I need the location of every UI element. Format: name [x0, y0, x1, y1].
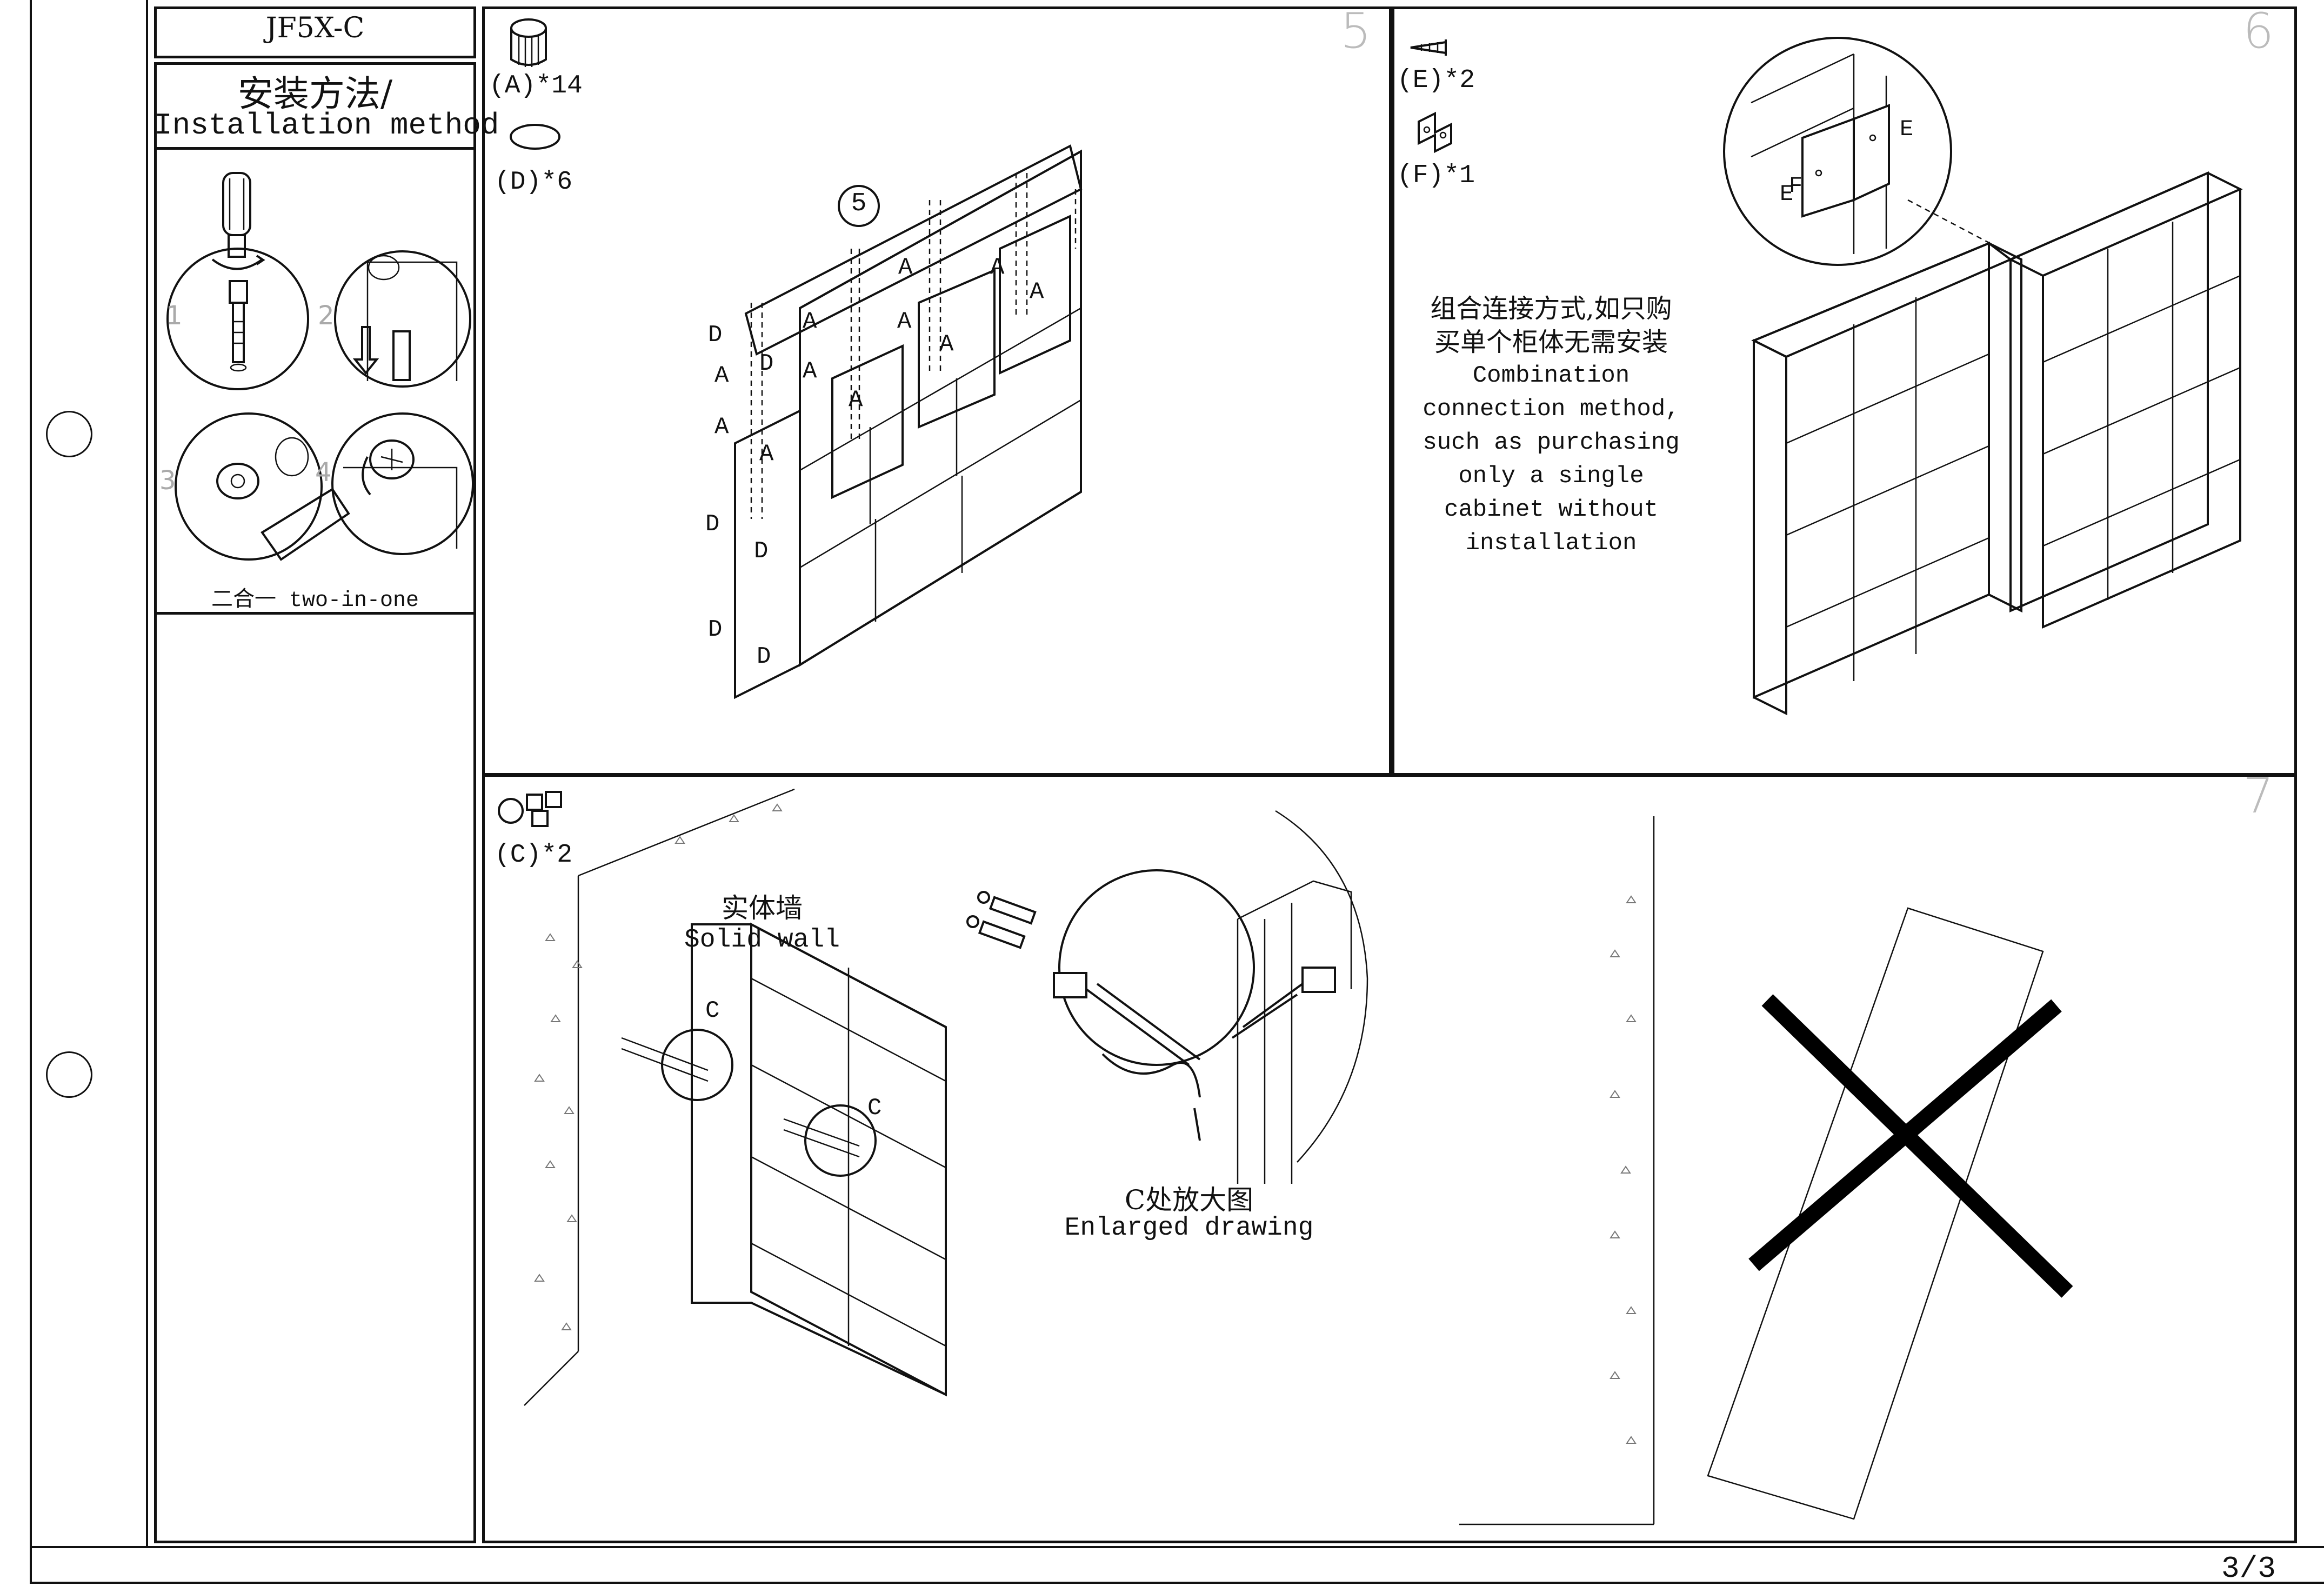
page-number: 3/3	[2221, 1551, 2276, 1586]
binding-hole-bottom	[46, 1051, 92, 1098]
solid-wall-cn: 实体墙	[722, 892, 803, 924]
enlarged-drawing-en: Enlarged drawing	[1064, 1214, 1314, 1243]
model-number: JF5X-C	[265, 12, 365, 44]
sub-step-3: 3	[159, 465, 176, 496]
label-d: D	[757, 643, 771, 670]
label-a: A	[849, 386, 863, 414]
label-a: A	[714, 362, 729, 389]
step7-panel	[482, 773, 2297, 1543]
note-line: only a single	[1458, 463, 1644, 490]
method-steps-divider	[154, 612, 476, 615]
label-d: D	[708, 616, 723, 643]
screw-icon	[1410, 39, 1447, 56]
part-d-count: (D)*6	[495, 168, 573, 197]
two-in-one-caption: 二合一 two-in-one	[211, 589, 419, 613]
part-f-count: (F)*1	[1397, 161, 1475, 190]
note-line: connection method,	[1423, 396, 1680, 423]
method-column	[154, 62, 476, 1543]
cam-fitting-icon	[510, 18, 547, 67]
label-a: A	[803, 308, 817, 335]
bracket-label-c: C	[867, 1095, 882, 1122]
footer-divider	[30, 1546, 2324, 1548]
label-a: A	[803, 358, 817, 385]
dowel-cap-icon	[510, 124, 560, 150]
label-a: A	[990, 254, 1005, 281]
step7-number: 7	[2243, 768, 2274, 824]
double-cabinet-illustration: E F E	[1723, 37, 2243, 716]
label-d: D	[705, 511, 720, 538]
step5-number: 5	[1340, 3, 1372, 59]
note-line: 组合连接方式,如只购	[1430, 294, 1672, 324]
part-c-count: (C)*2	[495, 841, 573, 870]
label-d: D	[754, 538, 769, 565]
part-e-count: (E)*2	[1397, 66, 1475, 95]
no-x-mark-icon	[1748, 994, 2073, 1298]
model-box	[154, 6, 476, 58]
step6-number: 6	[2243, 3, 2274, 59]
label-d: D	[708, 322, 723, 349]
label-e: E	[1780, 181, 1793, 207]
wall-bracket-icon	[498, 791, 562, 827]
label-a: A	[1030, 278, 1044, 305]
callout-circle	[838, 185, 880, 227]
sub-step-2: 2	[318, 301, 335, 331]
enlarged-drawing-cn: C处放大图	[1124, 1184, 1254, 1216]
connector-plate-icon	[1418, 111, 1452, 154]
outer-frame	[30, 0, 2324, 1584]
note-line: such as purchasing	[1423, 429, 1680, 456]
label-a: A	[939, 331, 954, 358]
bracket-label-c: C	[705, 997, 720, 1024]
note-line: cabinet without	[1444, 496, 1659, 523]
binding-hole-top	[46, 411, 92, 457]
label-e: E	[1900, 116, 1913, 142]
sub-step-4: 4	[315, 457, 332, 488]
label-a: A	[898, 254, 913, 281]
note-line: Combination	[1472, 362, 1630, 389]
label-a: A	[714, 414, 729, 441]
callout-number: 5	[851, 189, 867, 218]
enlarged-bracket-illustration	[966, 810, 1368, 1184]
cam-lock-steps-illustration: 1 2 3 4	[159, 172, 474, 561]
method-title-divider	[154, 147, 476, 150]
label-a: A	[897, 308, 912, 335]
label-f: F	[1789, 173, 1802, 199]
part-a-count: (A)*14	[489, 71, 583, 101]
step5-shelf-assembly-illustration	[734, 144, 1083, 699]
wall-mount-illustration	[524, 788, 947, 1406]
sub-step-1: 1	[166, 301, 183, 331]
label-d: D	[759, 350, 774, 377]
label-a: A	[759, 441, 774, 468]
binding-margin-line	[146, 0, 148, 1546]
wrong-placement-illustration	[1459, 816, 2044, 1525]
note-line: 买单个柜体无需安装	[1434, 327, 1668, 357]
combination-note: 组合连接方式,如只购 买单个柜体无需安装 Combination connect…	[1405, 292, 1697, 560]
method-title-en: Installation method	[154, 108, 499, 143]
method-title-cn: 安装方法/	[237, 73, 393, 115]
note-line: installation	[1465, 530, 1637, 557]
